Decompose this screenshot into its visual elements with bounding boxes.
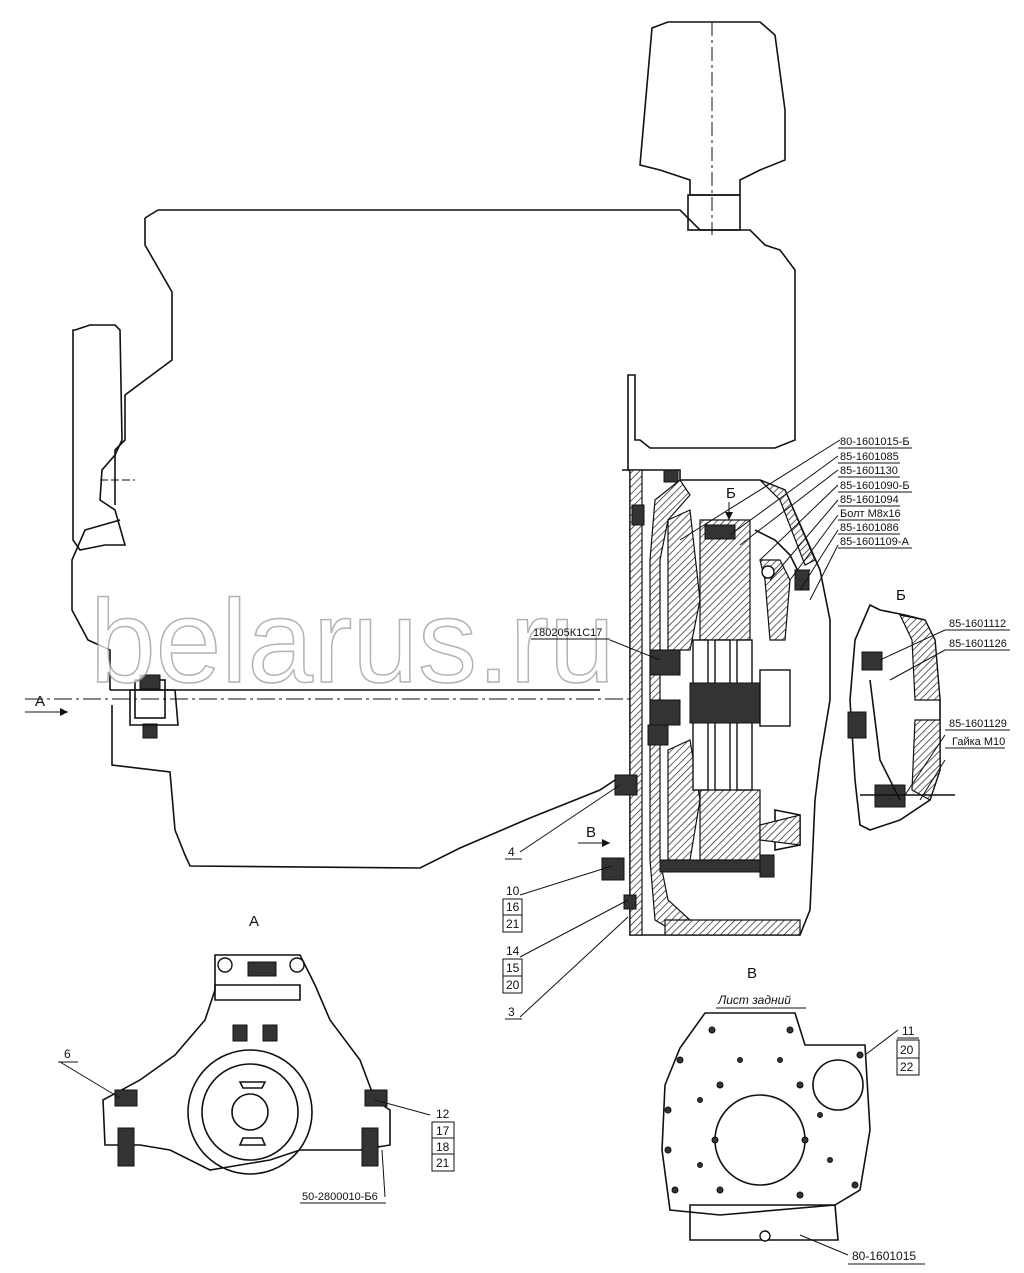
callout-label: 85-1601109-А (840, 536, 910, 548)
pos-label: 11 (902, 1024, 915, 1038)
engine-outline (25, 21, 796, 869)
detail-b-callouts: 85-1601112 85-1601126 85-1601129 Гайка М… (945, 618, 1010, 749)
pos-label: 14 (506, 944, 520, 958)
clutch-housing-section (601, 469, 831, 936)
view-b-detail-label: Б (896, 587, 906, 604)
pos-label: 17 (436, 1124, 450, 1138)
detail-b (847, 603, 955, 831)
position-numbers: 4 10 16 21 14 15 20 3 6 12 17 18 21 11 2… (58, 845, 920, 1172)
callout-label: 85-1601126 (949, 638, 1007, 650)
section-arrows (60, 512, 733, 847)
pos-label: 3 (508, 1005, 515, 1019)
top-callouts: 80-1601015-Б 85-1601085 85-1601130 85-16… (838, 436, 912, 549)
callout-label: 85-1601112 (949, 618, 1006, 630)
view-v-title: В (747, 965, 757, 982)
callout-label: Гайка М10 (952, 736, 1005, 748)
callout-label: 85-1601094 (840, 494, 899, 506)
pos-label: 20 (900, 1043, 914, 1057)
bracket-part-label: 50-2800010-Б6 (302, 1191, 378, 1203)
callout-label: 85-1601086 (840, 522, 899, 534)
view-v-rear-plate (661, 1012, 871, 1242)
pos-label: 22 (900, 1060, 914, 1074)
pos-label: 16 (506, 900, 520, 914)
callout-label: 80-1601015-Б (840, 436, 910, 448)
view-b-arrow-label: Б (726, 485, 736, 502)
view-a-title: А (249, 913, 259, 930)
pos-label: 20 (506, 978, 520, 992)
rear-plate-label: Лист задний (717, 993, 791, 1007)
pos-label: 6 (64, 1047, 71, 1061)
callout-label: 85-1601090-Б (840, 480, 910, 492)
pos-label: 21 (436, 1156, 450, 1170)
pos-label: 10 (506, 884, 520, 898)
callout-label: 85-1601129 (949, 718, 1007, 730)
housing-part-label: 80-1601015 (852, 1249, 916, 1263)
callout-label: 85-1601085 (840, 451, 899, 463)
view-a-arrow-label: А (35, 693, 45, 710)
engine-mount-left (129, 674, 179, 739)
view-v-arrow-label: В (586, 824, 596, 841)
view-a-bracket (102, 954, 391, 1175)
bearing-label: 180205К1С17 (533, 627, 602, 639)
watermark: belarus.ru (90, 576, 615, 708)
pos-label: 4 (508, 845, 515, 859)
pos-label: 21 (506, 917, 520, 931)
pos-label: 18 (436, 1140, 450, 1154)
callout-label: 85-1601130 (840, 465, 898, 477)
pos-label: 12 (436, 1107, 450, 1121)
callout-label: Болт М8х16 (840, 508, 901, 520)
rear-plate-bolts (664, 1026, 864, 1199)
pos-label: 15 (506, 961, 520, 975)
